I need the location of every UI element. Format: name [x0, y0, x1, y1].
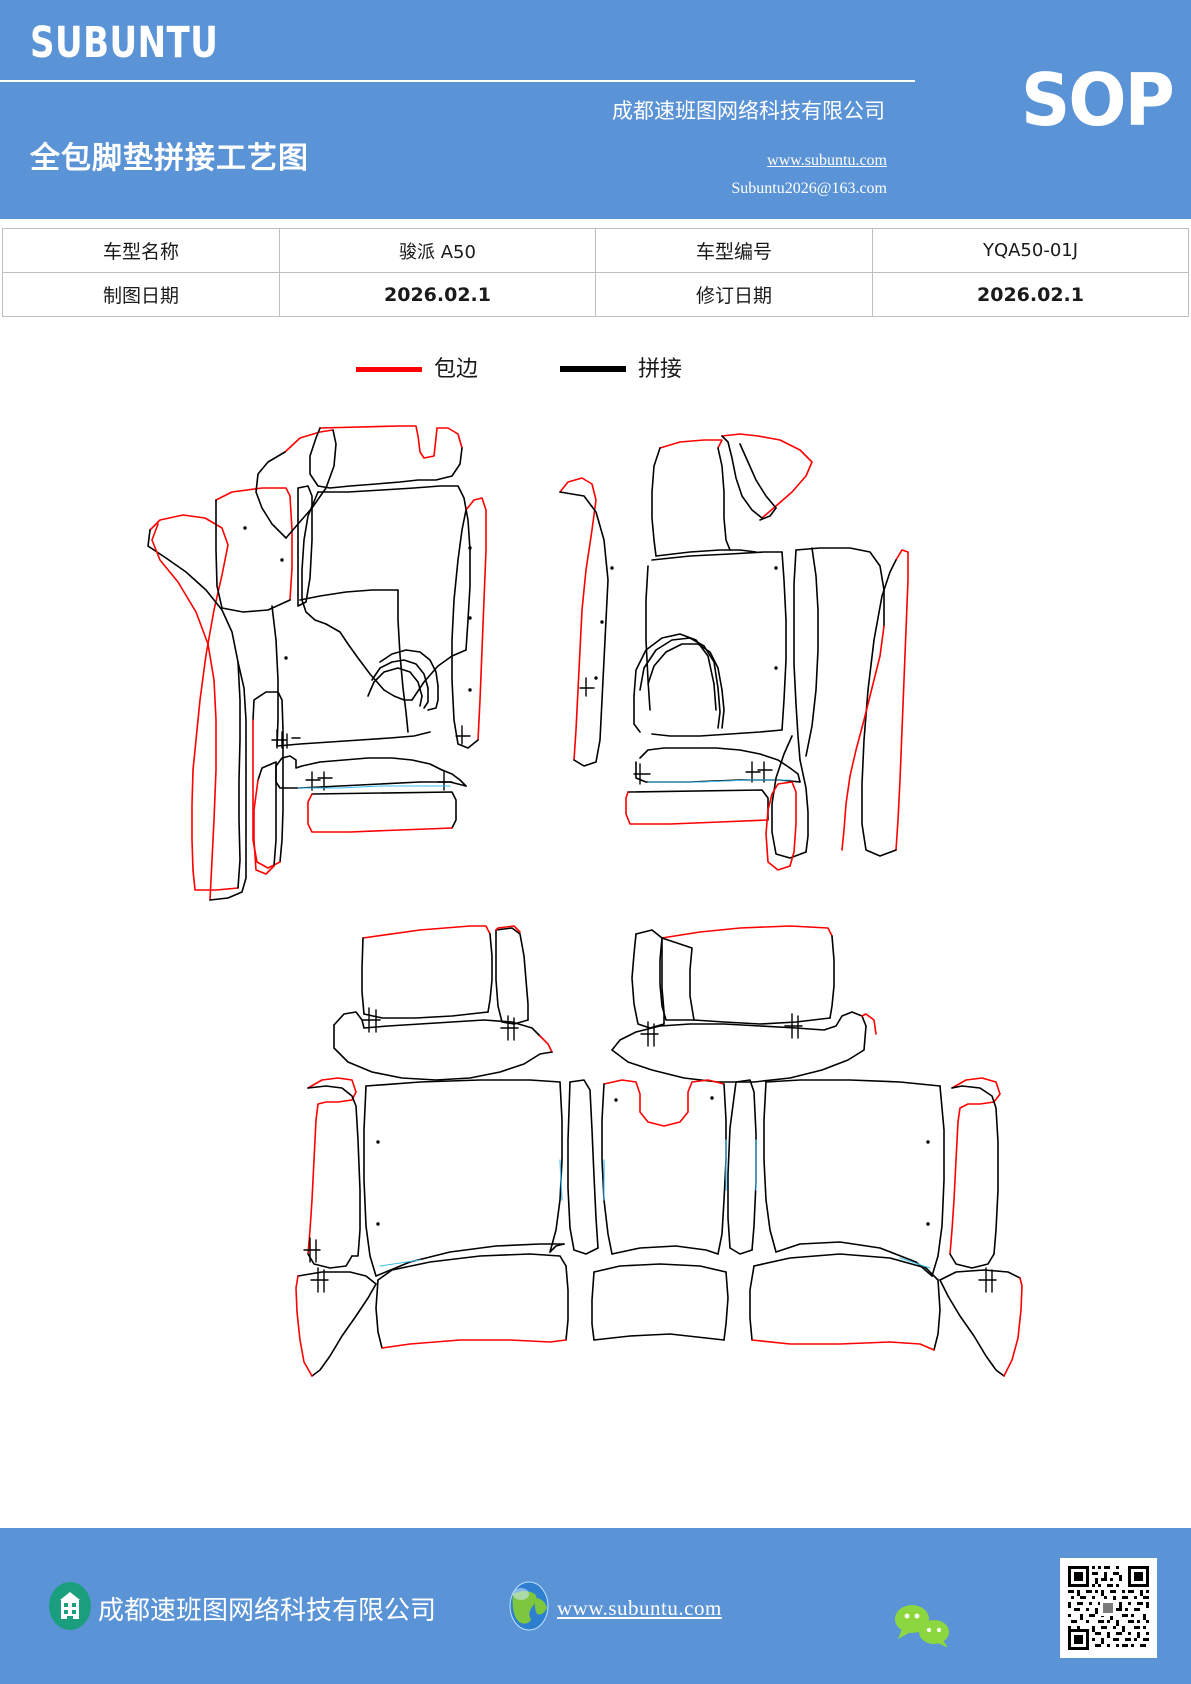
cell-model-code-label: 车型编号 [595, 228, 873, 273]
cell-draw-date-value: 2026.02.1 [279, 272, 596, 317]
front-right-mat-group [559, 433, 909, 871]
cell-model-name-label: 车型名称 [2, 228, 280, 273]
drawing-legend: 包边 拼接 [0, 358, 1191, 396]
legend-item-splicing: 拼接 [560, 358, 682, 380]
sop-badge: SOP [1021, 58, 1175, 142]
header-company-name: 成都速班图网络科技有限公司 [612, 99, 885, 123]
legend-swatch-black-icon [560, 366, 626, 372]
header-divider [0, 80, 915, 82]
cell-model-code-value: YQA50-01J [872, 228, 1189, 273]
qr-code [1060, 1558, 1157, 1658]
header-email: Subuntu2026@163.com [731, 180, 887, 197]
document-header: SUBUNTU 成都速班图网络科技有限公司 全包脚垫拼接工艺图 www.subu… [0, 0, 1191, 219]
legend-swatch-red-icon [356, 366, 422, 372]
pattern-svg [147, 425, 1023, 1377]
page-title: 全包脚垫拼接工艺图 [30, 141, 309, 176]
table-row: 车型名称 骏派 A50 车型编号 YQA50-01J [2, 228, 1189, 273]
rear-mat-group [295, 925, 1023, 1377]
building-icon [49, 1582, 91, 1630]
vehicle-info-table: 车型名称 骏派 A50 车型编号 YQA50-01J 制图日期 2026.02.… [2, 228, 1189, 317]
header-website-link[interactable]: www.subuntu.com [767, 152, 887, 169]
legend-label-edging: 包边 [434, 356, 479, 381]
globe-icon [509, 1581, 549, 1631]
brand-logo: SUBUNTU [30, 18, 219, 68]
legend-item-edging: 包边 [356, 358, 478, 380]
floor-mat-pattern-drawing [0, 400, 1191, 1420]
footer-website-link[interactable]: www.subuntu.com [557, 1596, 722, 1620]
qr-code-image [1064, 1562, 1153, 1654]
table-row: 制图日期 2026.02.1 修订日期 2026.02.1 [2, 272, 1189, 317]
wechat-icon [895, 1605, 949, 1647]
cell-draw-date-label: 制图日期 [2, 272, 280, 317]
front-left-mat-group [147, 425, 487, 901]
footer-company-name: 成都速班图网络科技有限公司 [98, 1596, 437, 1625]
cell-revision-date-label: 修订日期 [595, 272, 873, 317]
legend-label-splicing: 拼接 [638, 356, 683, 381]
document-footer: 成都速班图网络科技有限公司 www.subuntu.com [0, 1528, 1191, 1684]
cell-revision-date-value: 2026.02.1 [872, 272, 1189, 317]
cell-model-name-value: 骏派 A50 [279, 228, 596, 273]
